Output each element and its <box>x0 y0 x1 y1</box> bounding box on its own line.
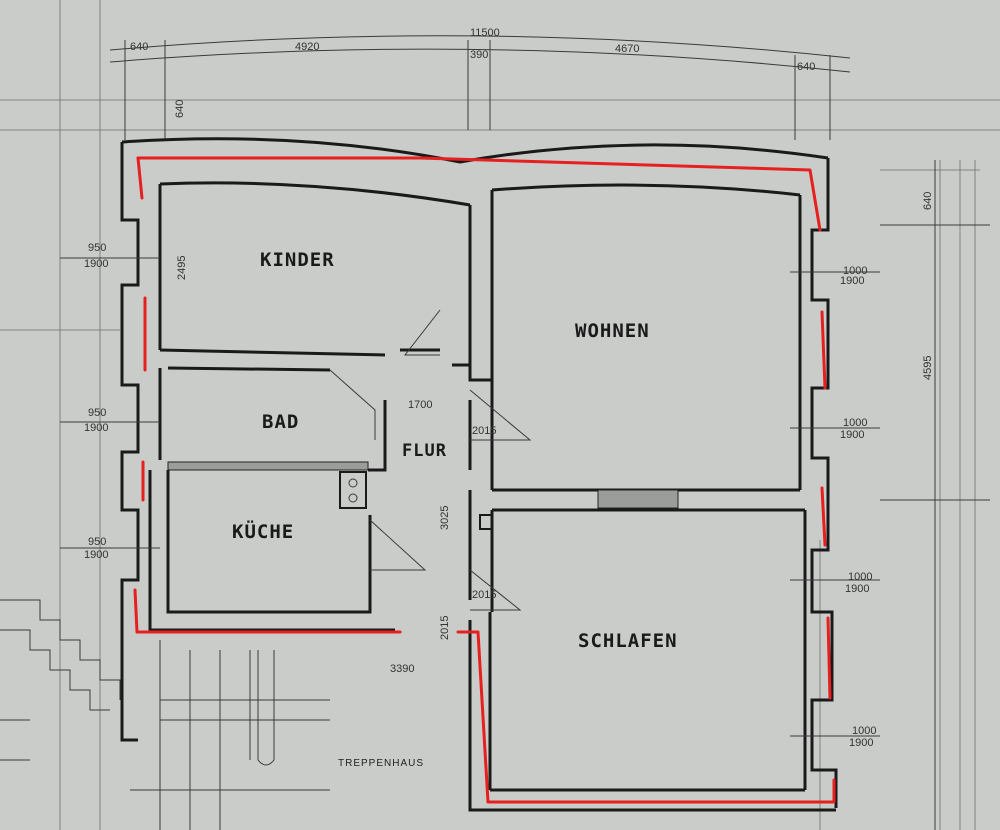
interior-walls <box>148 190 805 632</box>
top-dimension-chain: 11500 640 4920 390 4670 640 640 <box>109 27 851 140</box>
room-label-bad: BAD <box>262 411 299 433</box>
outer-walls <box>120 137 838 812</box>
dim-window-left-3-b: 1900 <box>84 549 108 561</box>
room-label-kinder: KINDER <box>260 249 335 271</box>
dim-door-b: 2015 <box>472 425 496 437</box>
right-dimension-chain: 640 4595 <box>880 160 990 830</box>
room-labels: KINDER WOHNEN BAD KÜCHE FLUR SCHLAFEN TR… <box>232 249 678 769</box>
right-window-dims: 1000 1900 1000 1900 1000 1900 1000 1900 <box>790 265 880 749</box>
room-label-flur: FLUR <box>402 441 447 461</box>
dim-door-a: 1700 <box>408 399 432 411</box>
red-markup <box>133 156 836 804</box>
dim-top-left-room: 4920 <box>295 41 319 53</box>
dim-window-left-2-b: 1900 <box>84 422 108 434</box>
dim-window-left-2-a: 950 <box>88 407 106 419</box>
left-window-dims: 950 1900 950 1900 950 1900 2495 <box>60 242 188 561</box>
dim-window-right-1-a: 1000 <box>843 265 867 277</box>
dim-top-right-room: 4670 <box>615 43 639 55</box>
dim-kinder-height: 2495 <box>176 256 188 280</box>
room-label-kueche: KÜCHE <box>232 519 294 543</box>
dim-window-right-4-b: 1900 <box>849 737 873 749</box>
door-swings <box>329 309 532 611</box>
dim-top-right-wall: 640 <box>797 61 815 73</box>
dim-right-height: 4595 <box>922 356 934 380</box>
dim-top-left-wall: 640 <box>130 41 148 53</box>
dim-top-mid-wall: 390 <box>470 49 488 61</box>
dim-stair-width: 3390 <box>390 663 414 675</box>
dim-window-right-2-a: 1000 <box>843 417 867 429</box>
dim-window-right-2-b: 1900 <box>840 429 864 441</box>
dim-door-d: 2015 <box>439 616 451 640</box>
dim-window-right-3-b: 1900 <box>845 583 869 595</box>
room-label-wohnen: WOHNEN <box>575 320 650 342</box>
dim-top-total: 11500 <box>470 27 500 39</box>
dim-right-top: 640 <box>922 192 934 210</box>
room-label-schlafen: SCHLAFEN <box>578 630 678 652</box>
staircase <box>0 599 330 830</box>
dim-door-c: 2015 <box>472 589 496 601</box>
dim-window-right-3-a: 1000 <box>848 571 872 583</box>
dim-window-left-1-a: 950 <box>88 242 106 254</box>
dim-window-left-3-a: 950 <box>88 536 106 548</box>
dim-window-right-4-a: 1000 <box>852 725 876 737</box>
dim-corner-left: 640 <box>174 100 186 118</box>
corridor-dims: 1700 2015 2015 2015 3025 3390 <box>390 399 496 675</box>
dim-window-right-1-b: 1900 <box>840 275 864 287</box>
dim-flur-height: 3025 <box>439 506 451 530</box>
room-label-treppenhaus: TREPPENHAUS <box>338 758 424 769</box>
dim-window-left-1-b: 1900 <box>84 258 108 270</box>
